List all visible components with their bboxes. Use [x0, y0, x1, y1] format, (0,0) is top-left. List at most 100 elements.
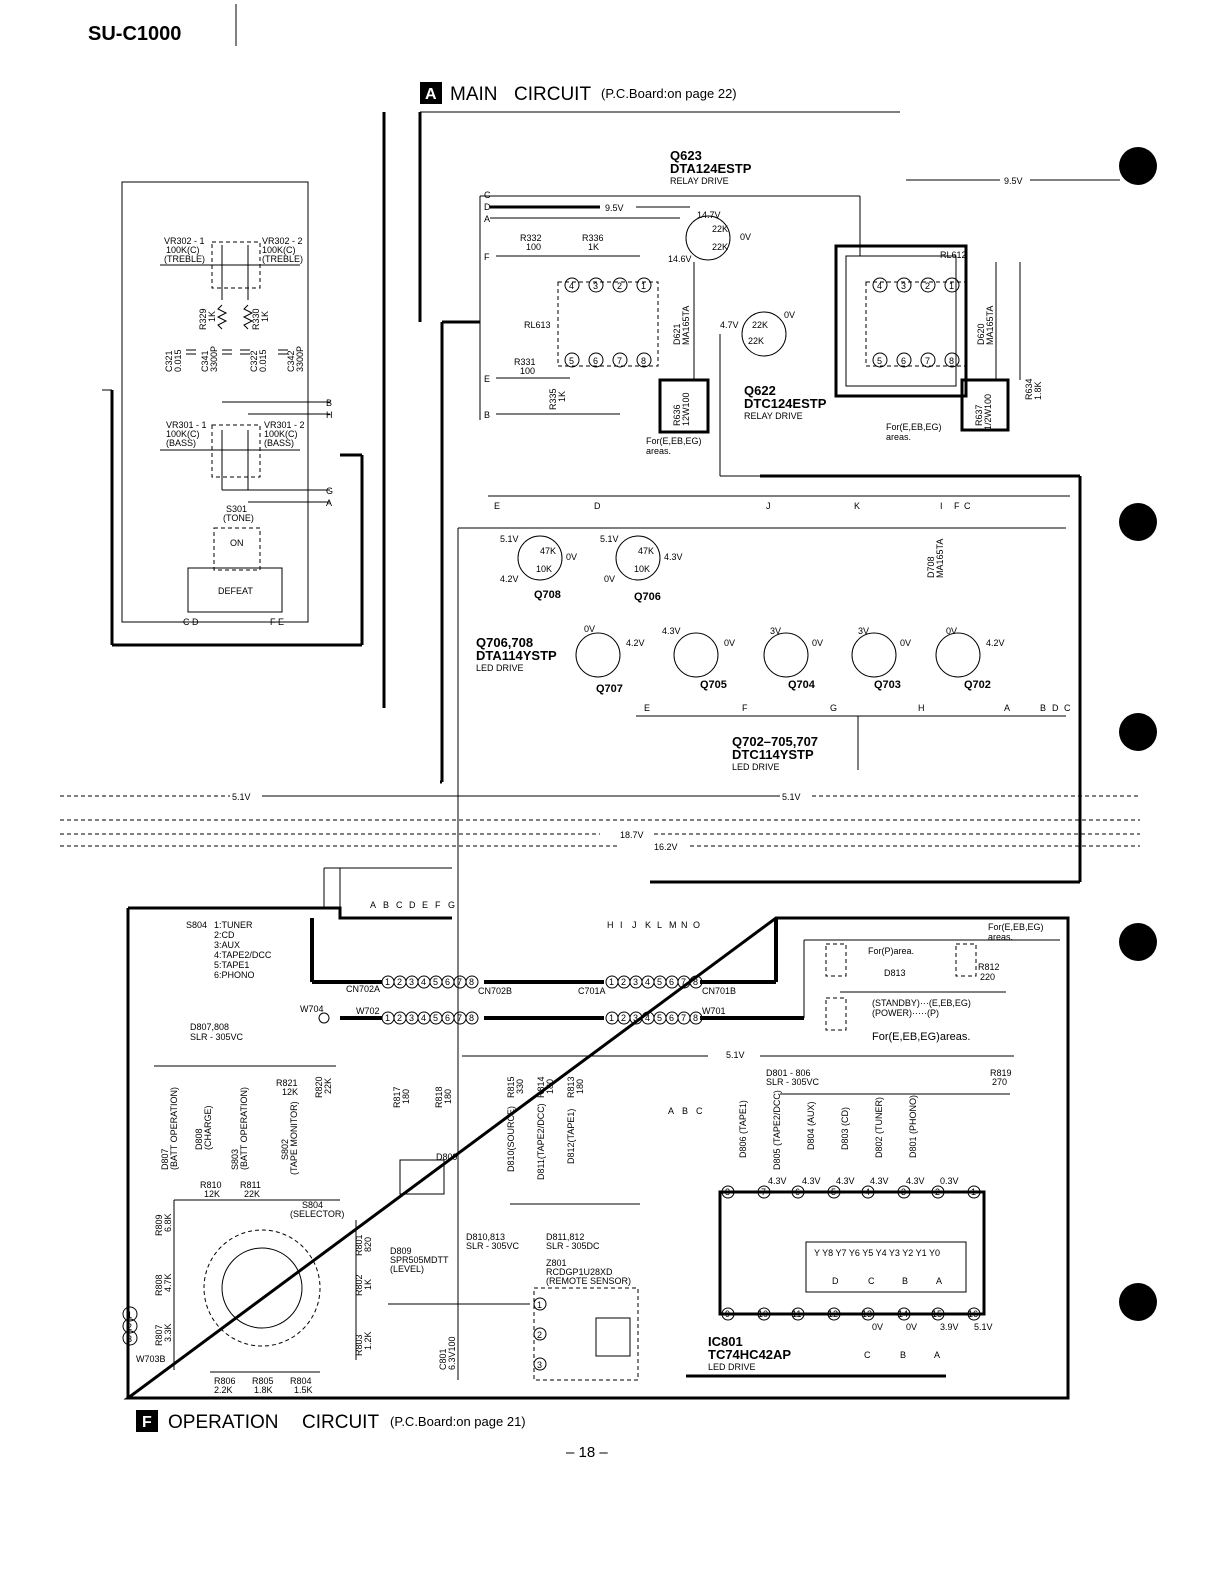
d812-label: D812(TAPE1) — [566, 1109, 576, 1164]
led-drive-circuit: E D J K I F C 5.1V 0V 4.2V 47K 10K Q708 … — [458, 474, 1082, 882]
relay-pin-b: B — [484, 410, 490, 420]
r805-label: R805 — [252, 1376, 274, 1386]
rl612-for-areas-2: areas. — [886, 432, 911, 442]
ic-volt-labels: 4.3V 4.3V 4.3V 4.3V 4.3V 0.3V — [768, 1176, 959, 1186]
ic-pin-8: 8 — [725, 1187, 730, 1197]
cn702a-row: 1 2 3 4 5 6 7 8 — [381, 975, 479, 989]
conn-pin-g: G — [448, 900, 455, 910]
c801-value: 6.3V100 — [447, 1336, 457, 1370]
rl612-pin-6: 6 — [901, 356, 906, 366]
w702-pin-7: 7 — [457, 1013, 462, 1023]
led-bottom-b: B — [1040, 703, 1046, 713]
relay-volt-9v5: 9.5V — [605, 203, 624, 213]
ic-volt-7: 4.3V — [768, 1176, 787, 1186]
q706-volt-e: 5.1V — [600, 534, 619, 544]
led-bottom-f: F — [742, 703, 748, 713]
d807-function: (BATT OPERATION) — [169, 1087, 179, 1170]
d801-label: D801 (PHONO) — [908, 1095, 918, 1158]
r636-label: R636 — [672, 404, 682, 426]
rl612-pins: 4 3 2 1 5 6 7 8 — [872, 277, 960, 368]
ic-pin-12: 12 — [828, 1309, 838, 1319]
q706-volt-c: 0V — [604, 574, 615, 584]
z801-pin-1: 1 — [537, 1300, 542, 1310]
s802-function: (TAPE MONITOR) — [289, 1101, 299, 1175]
s804-sel-label: S804 — [302, 1200, 323, 1210]
cn702a-pin-4: 4 — [421, 977, 426, 987]
led-top-j: J — [766, 501, 771, 511]
ic-volt-3: 4.3V — [906, 1176, 925, 1186]
tone-pins-fe: F E — [270, 617, 284, 627]
w701-pin-5: 5 — [657, 1013, 662, 1023]
ic-pin-1: 1 — [971, 1187, 976, 1197]
r814-value: 180 — [545, 1079, 555, 1094]
ic-pin-15: 15 — [932, 1309, 942, 1319]
section-f-note: (P.C.Board:on page 21) — [390, 1414, 526, 1429]
c701a-pin-4: 4 — [645, 977, 650, 987]
ic-pin-5: 5 — [831, 1187, 836, 1197]
led-labels: D806 (TAPE1) D805 (TAPE2/DCC) D804 (AUX)… — [738, 1090, 918, 1170]
r802-value: 1K — [363, 1279, 373, 1290]
q623-r1: 22K — [712, 224, 728, 234]
conn-pin-d: D — [409, 900, 416, 910]
r801-label: R801 — [354, 1234, 364, 1256]
ic-pin-13: 13 — [862, 1309, 872, 1319]
q623-volt-b: 0V — [740, 232, 751, 242]
c342-value: 3300P — [295, 346, 305, 372]
d807-label: D807 — [160, 1148, 170, 1170]
led-top-k: K — [854, 501, 860, 511]
q704-volt-c: 0V — [812, 638, 823, 648]
cn702a-pin-2: 2 — [397, 977, 402, 987]
r813-label: R813 — [566, 1076, 576, 1098]
ic801-function: LED DRIVE — [708, 1362, 756, 1372]
rl613-pin-2: 2 — [617, 281, 622, 291]
w701-pin-2: 2 — [621, 1013, 626, 1023]
s803-label: S803 — [230, 1149, 240, 1170]
vr302-2-value: 100K(C) — [262, 245, 296, 255]
vr301-2-label: VR301 - 2 — [264, 420, 305, 430]
d803-label: D803 (CD) — [840, 1107, 850, 1150]
rl612-pin-7: 7 — [925, 356, 930, 366]
q708-label: Q708 — [534, 589, 561, 601]
relay-pin-d: D — [484, 202, 491, 212]
rl613-pin-1: 1 — [641, 281, 646, 291]
section-a-letter: A — [425, 86, 437, 103]
ic-pin-10: 10 — [758, 1309, 768, 1319]
led-bottom-g: G — [830, 703, 837, 713]
conn-pin-h: H — [607, 920, 614, 930]
relay-pin-e: E — [484, 374, 490, 384]
d621-label: D621 — [672, 323, 682, 345]
ic-bottom-volt-13: 0V — [872, 1322, 883, 1332]
d809-ref: D809 — [436, 1152, 458, 1162]
vr302-2-name: (TREBLE) — [262, 254, 303, 264]
ic-input-d: D — [832, 1276, 839, 1286]
bus-b: B — [682, 1106, 688, 1116]
tone-pin-b: B — [326, 398, 332, 408]
r815-value: 330 — [515, 1079, 525, 1094]
rail-5v1-left: 5.1V — [232, 792, 251, 802]
binder-hole — [1119, 713, 1157, 751]
c321-value: 0.015 — [173, 349, 183, 372]
relay-pin-f: F — [484, 252, 490, 262]
w701-pin-6: 6 — [669, 1013, 674, 1023]
r637-label: R637 — [974, 404, 984, 426]
vr302-1-name: (TREBLE) — [164, 254, 205, 264]
binder-hole — [1119, 147, 1157, 185]
ic-bus-a: A — [934, 1350, 940, 1360]
r817-value: 180 — [401, 1089, 411, 1104]
c701a-pin-3: 3 — [633, 977, 638, 987]
r810-label: R810 — [200, 1180, 222, 1190]
q704-volt-b: 3V — [770, 626, 781, 636]
r803-value: 1.2K — [363, 1331, 373, 1350]
r807-label: R807 — [154, 1324, 164, 1346]
conn-pin-o: O — [693, 920, 700, 930]
conn-pin-l: L — [657, 920, 662, 930]
r331-label: R331 — [514, 357, 536, 367]
ic-input-a: A — [936, 1276, 942, 1286]
section-a-note: (P.C.Board:on page 22) — [601, 86, 737, 101]
r335-value: 1K — [557, 391, 567, 402]
rl613-pin-5: 5 — [569, 356, 574, 366]
q706-r1: 47K — [638, 546, 654, 556]
conn-pin-f: F — [435, 900, 441, 910]
w704-label: W704 — [300, 1004, 324, 1014]
for-e-bottom: For(E,EB,EG)areas. — [872, 1031, 970, 1043]
